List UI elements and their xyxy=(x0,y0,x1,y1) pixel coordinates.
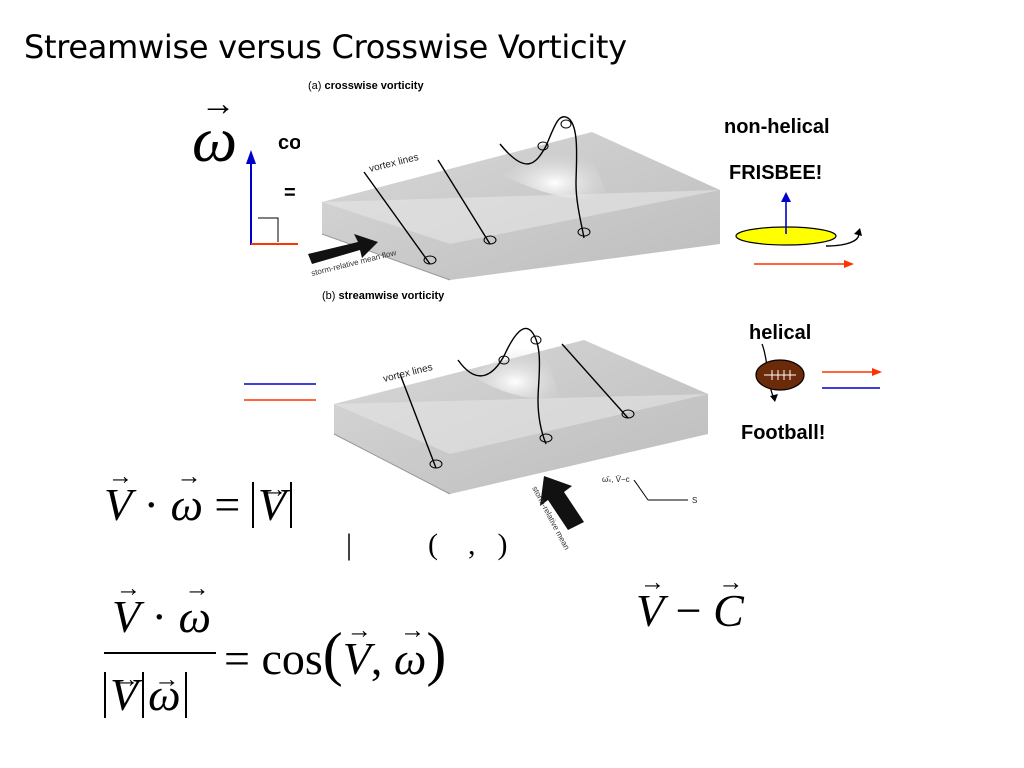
helical-label: helical xyxy=(749,322,812,344)
panel-a-diagram: vortex lines storm-relative mean flow xyxy=(300,94,720,282)
panel-b-caption-prefix: (b) xyxy=(322,290,336,302)
football-label: Football! xyxy=(741,422,826,444)
panel-b-diagram: vortex lines storm-relative mean flow ω̄… xyxy=(318,304,712,550)
panel-a-caption-bold: crosswise vorticity xyxy=(324,80,424,92)
axes-sketch xyxy=(246,150,298,245)
non-helical-label: non-helical xyxy=(724,116,830,138)
svg-text:ω̄ₛ, V̄−c: ω̄ₛ, V̄−c xyxy=(602,475,630,484)
panel-a-flow-arrow xyxy=(308,234,378,264)
panel-a-bump xyxy=(500,143,610,200)
panel-b-axis-s: S xyxy=(692,496,697,505)
panel-a-caption-prefix: (a) xyxy=(308,80,322,92)
eq1-omega: ω xyxy=(170,478,202,531)
omega-vector-symbol: ω xyxy=(192,108,237,172)
eq1-v: V xyxy=(104,478,132,531)
eq1-v-abs: V xyxy=(258,482,286,528)
cosine-equation: V · ω Vω = cos(V, ω) xyxy=(104,590,484,740)
omega-glyph: ω xyxy=(192,108,237,172)
eq1-hidden-fragment: |(,) xyxy=(346,528,508,561)
partial-text-co: co xyxy=(278,132,302,154)
partial-text-equals: = xyxy=(284,182,296,204)
panel-a-caption: (a) crosswise vorticity xyxy=(308,80,424,92)
relative-velocity-expression: V − C xyxy=(636,584,744,637)
flow-lines-left xyxy=(244,383,316,401)
football-illustration xyxy=(755,343,882,402)
frisbee-label: FRISBEE! xyxy=(729,162,823,184)
slide-title: Streamwise versus Crosswise Vorticity xyxy=(24,28,627,66)
frisbee-illustration xyxy=(735,192,862,268)
panel-b-flow-arrow xyxy=(540,476,584,530)
cos-label: cos xyxy=(261,633,323,684)
panel-b-caption: (b) streamwise vorticity xyxy=(322,290,444,302)
dot-product-equation: V · ω = V xyxy=(104,478,292,531)
panel-b-caption-bold: streamwise vorticity xyxy=(338,290,445,302)
